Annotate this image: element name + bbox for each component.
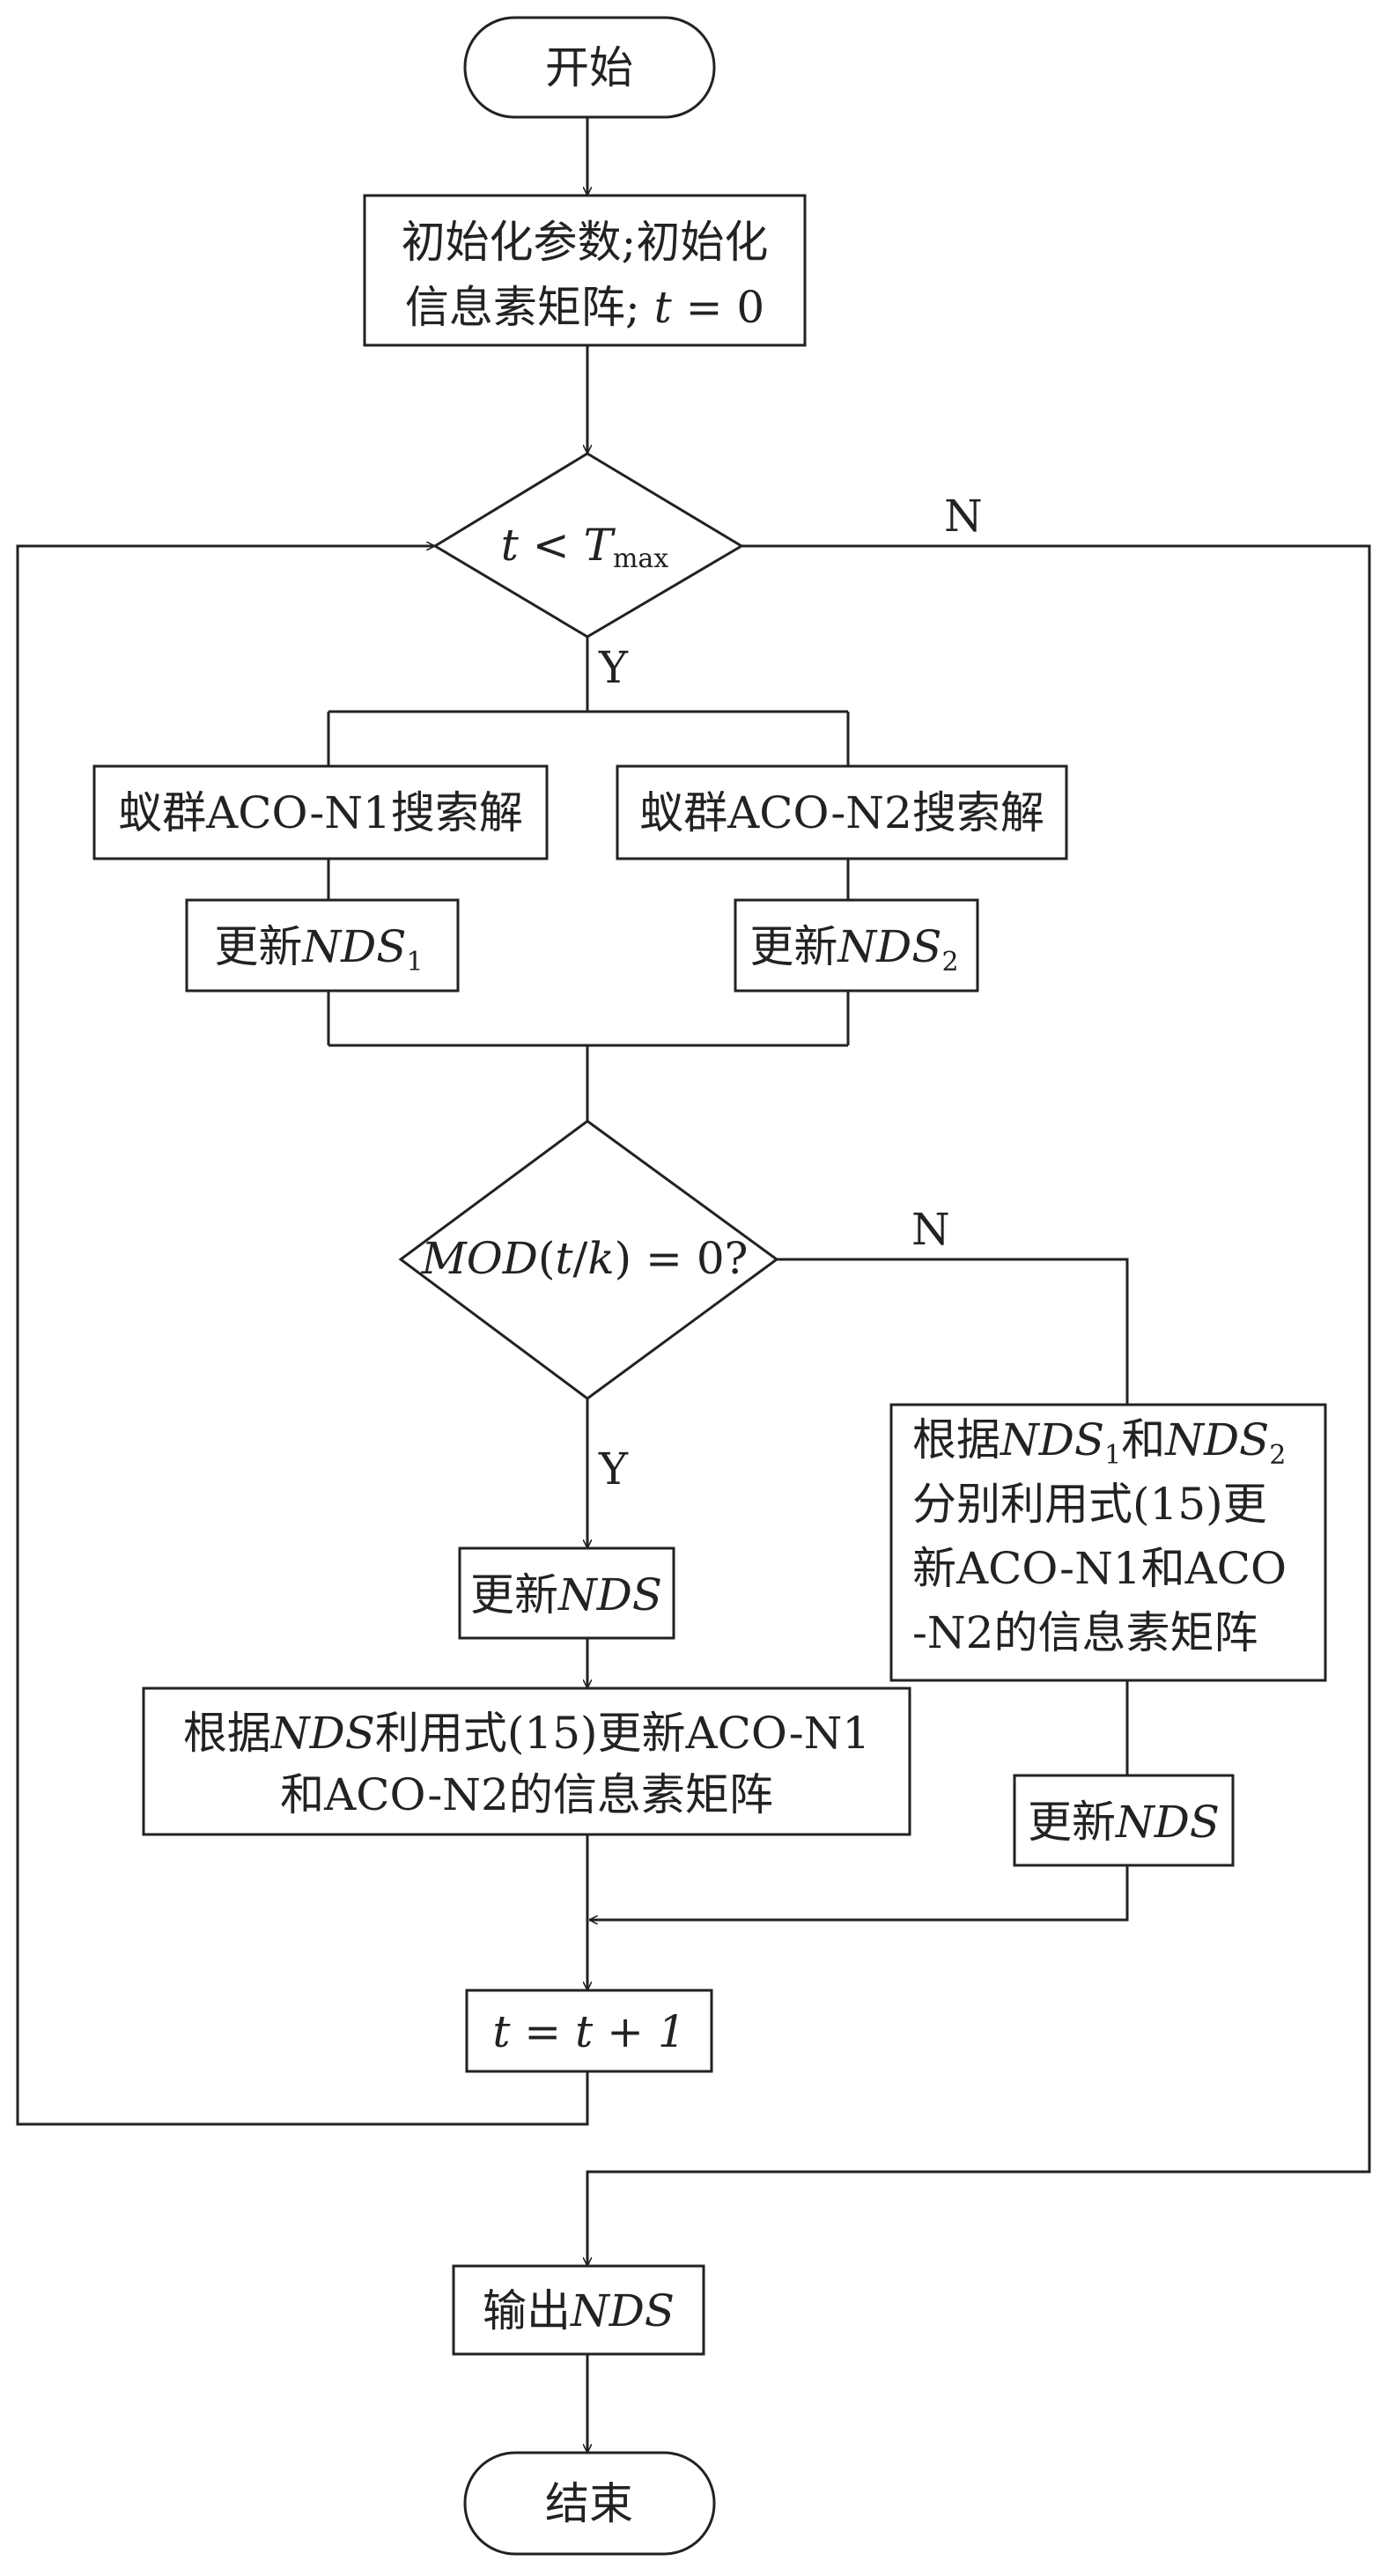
left-matrix-update-line1: 根据NDS利用式(15)更新ACO-N1 [183,1708,870,1759]
loop-decision: t < Tmax [432,452,744,638]
edge-loop-no-to-output [587,544,1371,2266]
edges [16,117,1371,2453]
search-n1-process: 蚁群ACO-N1搜索解 [92,764,549,860]
edge-mod-no [777,1258,1129,1405]
end-terminal: 结束 [463,2451,716,2556]
left-matrix-update-process: 根据NDS利用式(15)更新ACO-N1 和ACO-N2的信息素矩阵 [142,1687,911,1836]
mod-condition-label: MOD(t/k) = 0? [421,1233,749,1284]
search-n2-process: 蚁群ACO-N2搜索解 [616,764,1068,860]
update-nds-label: 更新NDS [470,1569,662,1620]
left-matrix-update-line2: 和ACO-N2的信息素矩阵 [280,1769,773,1820]
right-update-nds-label: 更新NDS [1028,1797,1220,1848]
init-label-line1: 初始化参数;初始化 [402,217,769,268]
right-matrix-update-line2: 分别利用式(15)更 [912,1479,1267,1530]
start-terminal: 开始 [463,16,716,119]
right-update-nds-process: 更新NDS [1013,1774,1235,1867]
mod-no-label: N [911,1204,950,1255]
increment-process: t = t + 1 [465,1989,713,2073]
output-label: 输出NDS [483,2285,675,2336]
init-process: 初始化参数;初始化 信息素矩阵; t = 0 [363,194,807,347]
update-nds2-process: 更新NDS2 [734,898,979,993]
start-label: 开始 [545,42,633,93]
output-process: 输出NDS [452,2264,705,2356]
init-label-line2: 信息素矩阵; t = 0 [405,282,764,333]
right-matrix-update-process: 根据NDS1和NDS2 分别利用式(15)更 新ACO-N1和ACO -N2的信… [889,1403,1327,1682]
right-matrix-update-line1: 根据NDS1和NDS2 [912,1414,1286,1471]
mod-yes-label: Y [598,1443,629,1495]
update-nds2-label: 更新NDS2 [749,921,958,978]
end-label: 结束 [545,2478,633,2529]
update-nds1-label: 更新NDS1 [214,921,423,978]
loop-condition-label: t < Tmax [501,520,668,574]
increment-label: t = t + 1 [492,2006,685,2057]
update-nds-process: 更新NDS [458,1546,675,1640]
search-n2-label: 蚁群ACO-N2搜索解 [639,787,1044,838]
loop-yes-label: Y [598,642,629,693]
mod-decision: MOD(t/k) = 0? [398,1119,779,1400]
loop-no-label: N [944,491,983,542]
update-nds1-process: 更新NDS1 [185,898,460,993]
right-matrix-update-line3: 新ACO-N1和ACO [912,1543,1287,1594]
right-matrix-update-line4: -N2的信息素矩阵 [912,1607,1258,1658]
edge-increment-loop-back [16,546,589,2126]
edge-right-nds-to-join [589,1865,1129,1920]
search-n1-label: 蚁群ACO-N1搜索解 [118,787,523,838]
